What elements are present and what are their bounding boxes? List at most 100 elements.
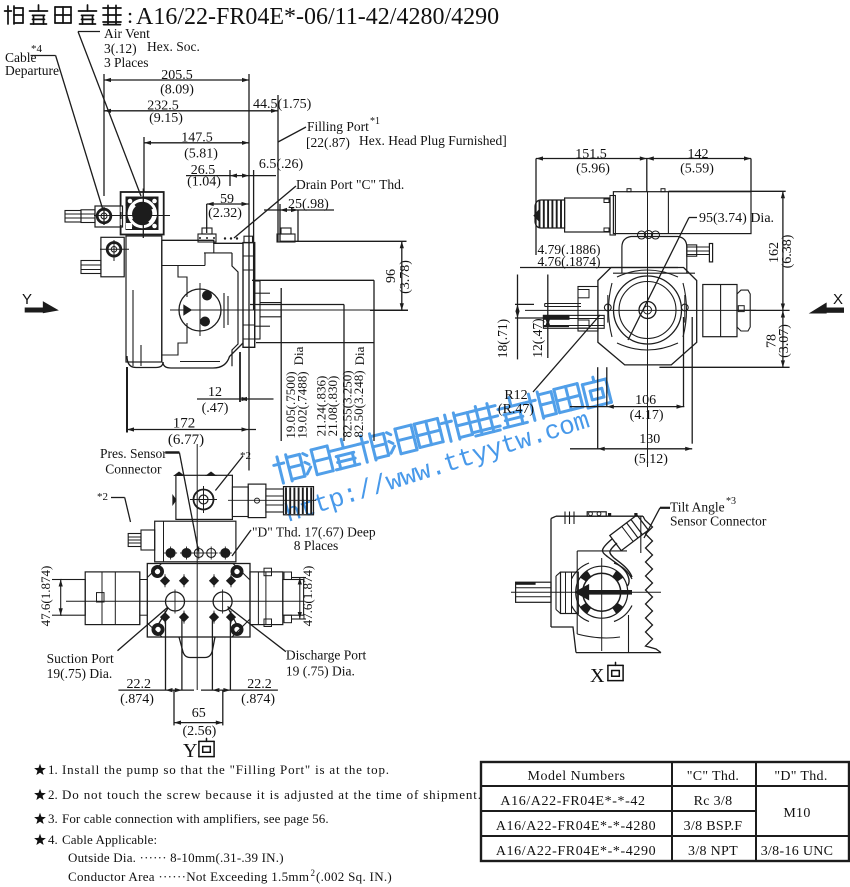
svg-text:A16/A22-FR04E*-*-4290: A16/A22-FR04E*-*-4290	[496, 844, 656, 859]
svg-text:Cable: Cable	[5, 50, 37, 65]
svg-text:(.874): (.874)	[120, 692, 154, 707]
svg-text:(2.56): (2.56)	[182, 724, 216, 739]
svg-text:8 Places: 8 Places	[294, 538, 339, 553]
svg-text:19(.75) Dia.: 19(.75) Dia.	[47, 666, 113, 681]
svg-text:(6.38): (6.38)	[780, 234, 795, 268]
svg-text:Hex. Soc.: Hex. Soc.	[147, 39, 200, 54]
svg-text:(5.81): (5.81)	[184, 147, 218, 162]
svg-text:3/8 BSP.F: 3/8 BSP.F	[684, 819, 743, 834]
svg-text:12(.47): 12(.47)	[530, 318, 545, 357]
svg-text:3.: 3.	[48, 811, 58, 826]
svg-text:19.05(.7500): 19.05(.7500)	[283, 371, 298, 438]
svg-text:21.08(.830): 21.08(.830)	[325, 376, 340, 437]
svg-text:(1.04): (1.04)	[187, 175, 221, 190]
svg-text:Suction Port: Suction Port	[47, 651, 114, 666]
svg-text:59: 59	[220, 192, 234, 207]
svg-text:R12: R12	[504, 388, 527, 403]
svg-text:47.6(1.874): 47.6(1.874)	[38, 566, 53, 627]
svg-text:Sensor Connector: Sensor Connector	[670, 514, 767, 529]
svg-text:3(.12): 3(.12)	[104, 41, 137, 56]
svg-text:Air Vent: Air Vent	[104, 26, 150, 41]
svg-text:Filling Port: Filling Port	[307, 119, 369, 134]
svg-text:4.: 4.	[48, 832, 58, 847]
svg-text:3/8-16 UNC: 3/8-16 UNC	[761, 844, 834, 859]
svg-text:205.5: 205.5	[161, 68, 193, 83]
svg-text:4.76(.1874): 4.76(.1874)	[538, 254, 601, 269]
svg-text:X: X	[590, 665, 605, 687]
svg-text:M10: M10	[783, 806, 810, 821]
svg-text:Rc 3/8: Rc 3/8	[694, 794, 733, 809]
svg-text:78: 78	[765, 334, 780, 348]
svg-text:19.02(.7488): 19.02(.7488)	[295, 371, 310, 438]
svg-text:22.2: 22.2	[247, 677, 272, 692]
svg-text:Places: Places	[114, 55, 149, 70]
svg-text:(.874): (.874)	[241, 692, 275, 707]
svg-text:2: 2	[311, 868, 316, 878]
svg-text:A16/A22-FR04E*-*-42: A16/A22-FR04E*-*-42	[500, 794, 645, 809]
svg-text:Y: Y	[22, 291, 32, 308]
svg-text:18(.71): 18(.71)	[495, 319, 510, 358]
svg-text:(4.17): (4.17)	[630, 408, 664, 423]
svg-text:(3.78): (3.78)	[398, 260, 413, 294]
svg-text:(3.07): (3.07)	[777, 324, 792, 358]
svg-text:19 (.75) Dia.: 19 (.75) Dia.	[286, 664, 355, 679]
svg-text:Cable Applicable:: Cable Applicable:	[62, 832, 157, 847]
svg-text:Outside Dia. ······ 8-10mm(.31: Outside Dia. ······ 8-10mm(.31-.39 IN.)	[68, 850, 284, 865]
svg-text:3/8 NPT: 3/8 NPT	[688, 844, 738, 859]
svg-text:"D" Thd.: "D" Thd.	[774, 769, 827, 784]
svg-text:A16/22-FR04E*-06/11-42/4280/42: A16/22-FR04E*-06/11-42/4280/4290	[136, 4, 499, 30]
svg-text:(8.09): (8.09)	[160, 83, 194, 98]
svg-text:*4: *4	[31, 43, 43, 55]
svg-text:4.79(.1886): 4.79(.1886)	[538, 242, 601, 257]
svg-text:(R.47): (R.47)	[498, 402, 535, 417]
svg-text:Connector: Connector	[105, 462, 162, 477]
svg-text:Dia: Dia	[352, 346, 367, 365]
svg-text:162: 162	[767, 242, 782, 263]
svg-text:130: 130	[639, 432, 660, 447]
svg-text:Conductor Area ······Not Excee: Conductor Area ······Not Exceeding 1.5mm	[68, 869, 309, 884]
svg-text:X: X	[833, 291, 843, 308]
svg-text:(5.12): (5.12)	[634, 452, 668, 467]
svg-text:Departure: Departure	[5, 63, 59, 78]
svg-text:Y: Y	[183, 740, 197, 762]
svg-text:12: 12	[208, 385, 222, 400]
svg-text:*2: *2	[240, 450, 251, 462]
svg-text:65: 65	[192, 706, 206, 721]
svg-text:*3: *3	[726, 496, 736, 507]
svg-text:22.2: 22.2	[126, 677, 151, 692]
svg-text:Discharge Port: Discharge Port	[286, 648, 367, 663]
svg-text:147.5: 147.5	[181, 131, 213, 146]
svg-text:6.5(.26): 6.5(.26)	[259, 157, 304, 172]
svg-text:21.24(.836): 21.24(.836)	[314, 376, 329, 437]
svg-text:Drain Port "C" Thd.: Drain Port "C" Thd.	[296, 177, 404, 192]
svg-text:[22(.87): [22(.87)	[306, 135, 350, 150]
svg-text:Dia: Dia	[291, 346, 306, 365]
svg-text:95(3.74) Dia.: 95(3.74) Dia.	[699, 211, 774, 226]
svg-text:Pres. Sensor: Pres. Sensor	[100, 446, 167, 461]
svg-text:2.: 2.	[48, 787, 58, 802]
svg-text:(5.59): (5.59)	[680, 162, 714, 177]
svg-text:Model Numbers: Model Numbers	[528, 769, 626, 784]
svg-text:(.47): (.47)	[202, 401, 229, 416]
svg-text:82.55(3.250): 82.55(3.250)	[340, 370, 355, 437]
svg-text:Do not touch the screw because: Do not touch the screw because it is adj…	[62, 787, 482, 802]
svg-text:142: 142	[688, 147, 709, 162]
svg-text:*1: *1	[370, 116, 380, 127]
svg-text:"C" Thd.: "C" Thd.	[687, 769, 739, 784]
svg-text:172: 172	[173, 416, 196, 432]
svg-text:Hex. Head Plug Furnished]: Hex. Head Plug Furnished]	[359, 133, 507, 148]
svg-text:(9.15): (9.15)	[149, 111, 183, 126]
svg-text:96: 96	[384, 269, 399, 283]
svg-text:*2: *2	[97, 491, 108, 503]
svg-text:26.5: 26.5	[191, 163, 216, 178]
svg-text:44.5(1.75): 44.5(1.75)	[253, 97, 312, 112]
svg-text:A16/A22-FR04E*-*-4280: A16/A22-FR04E*-*-4280	[496, 819, 656, 834]
svg-text:(.002 Sq. IN.): (.002 Sq. IN.)	[316, 869, 392, 884]
svg-text:Tilt Angle: Tilt Angle	[670, 500, 725, 515]
svg-text:1.: 1.	[48, 762, 58, 777]
svg-text:47.6(1.874): 47.6(1.874)	[300, 566, 315, 627]
svg-text:25(.98): 25(.98)	[288, 197, 329, 212]
svg-text:232.5: 232.5	[147, 99, 179, 114]
svg-text:(2.32): (2.32)	[208, 206, 242, 221]
svg-text::: :	[127, 3, 133, 28]
